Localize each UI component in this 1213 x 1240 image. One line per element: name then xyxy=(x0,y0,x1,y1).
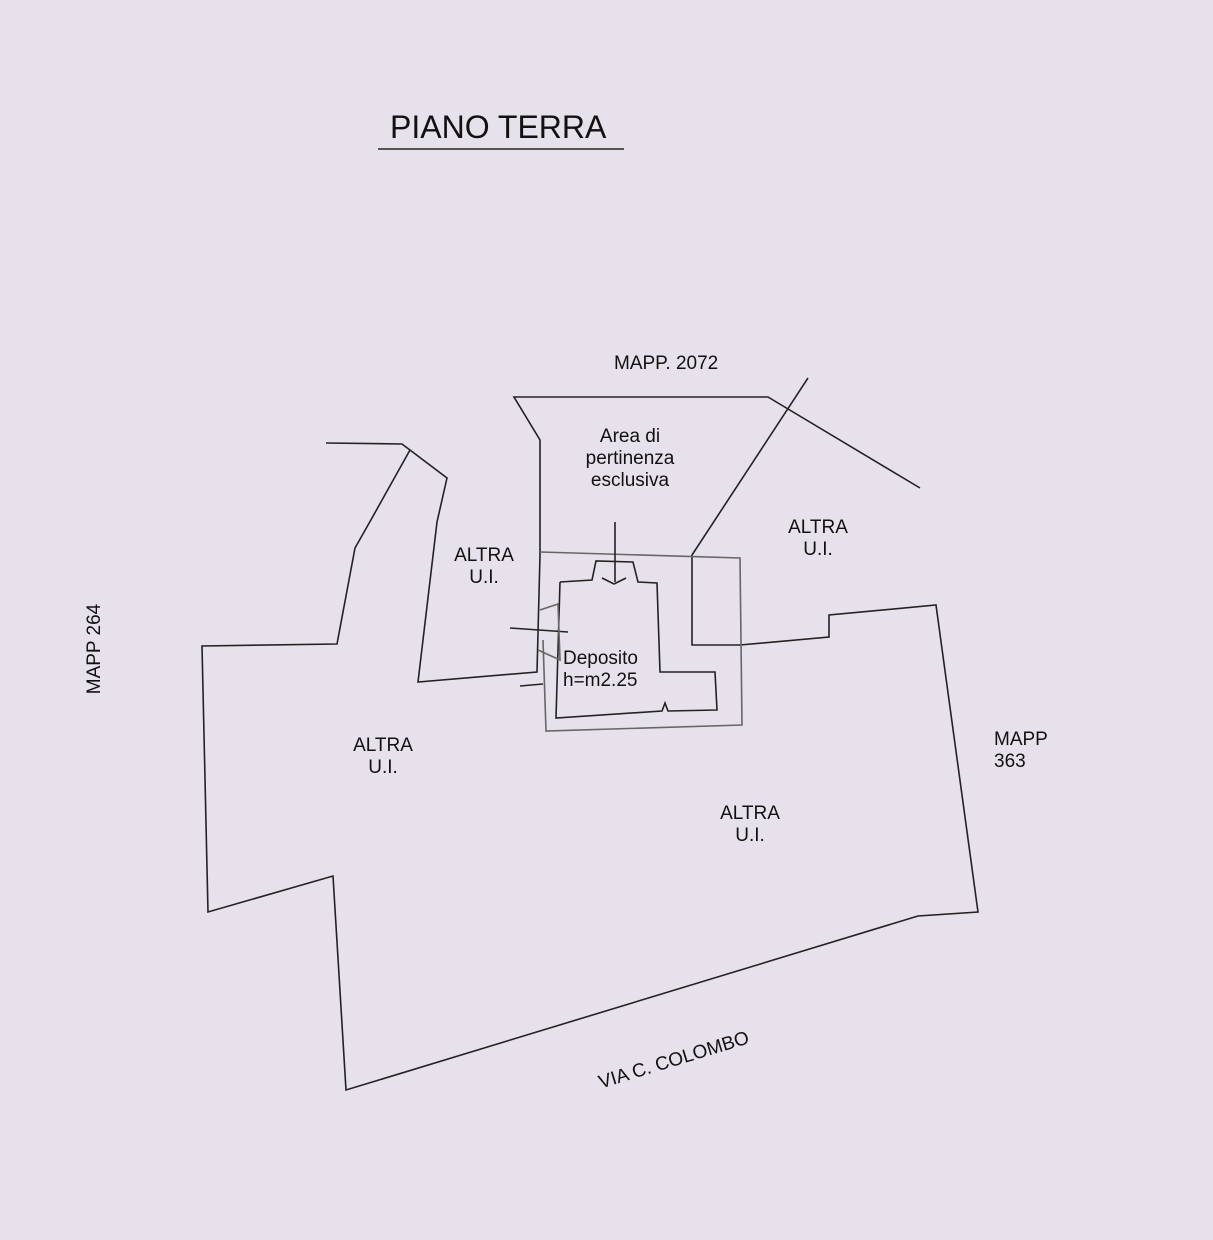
label-altra-ui-bottom: ALTRA U.I. xyxy=(720,803,780,846)
label-deposito: Deposito h=m2.25 xyxy=(563,648,638,691)
label-altra-ui-left: ALTRA U.I. xyxy=(353,735,413,778)
deposito-wall xyxy=(555,560,718,719)
label-mapp-264: MAPP 264 xyxy=(84,603,106,695)
label-mapp-363: MAPP 363 xyxy=(994,729,1048,772)
label-area-pertinenza: Area di pertinenza esclusiva xyxy=(585,426,675,491)
label-mapp-2072: MAPP. 2072 xyxy=(614,353,719,374)
courtyard-boundary xyxy=(512,396,921,555)
plan-title: PIANO TERRA xyxy=(390,109,607,145)
unit-outer-wall xyxy=(539,551,743,732)
diagonal-line xyxy=(691,377,809,646)
outer-boundary xyxy=(201,449,979,1092)
side-door xyxy=(537,602,561,662)
label-altra-ui-top-right: ALTRA U.I. xyxy=(788,517,848,560)
title-underline xyxy=(378,148,624,150)
step-line xyxy=(519,683,544,687)
left-top-boundary xyxy=(325,442,541,683)
entrance-arrow xyxy=(601,577,627,585)
label-altra-ui-mid-left: ALTRA U.I. xyxy=(454,545,514,588)
